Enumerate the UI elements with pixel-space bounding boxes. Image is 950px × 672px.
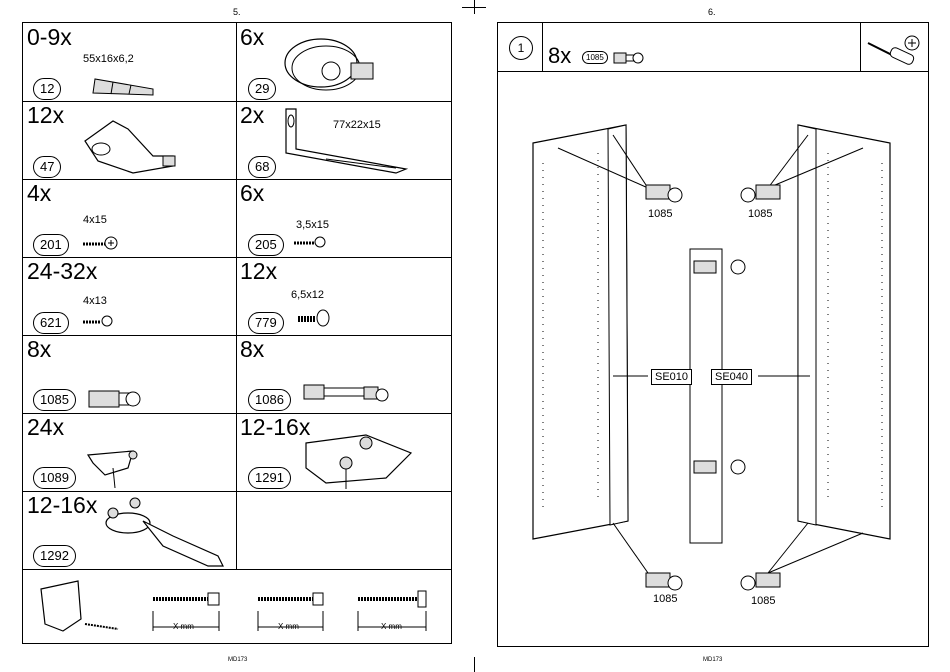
callout-1085: 1085 bbox=[653, 593, 677, 605]
cabinet-hinge-drawing bbox=[23, 491, 236, 569]
screwdriver-icon bbox=[864, 29, 924, 69]
part-cell-205: 6x 3,5x15 205 bbox=[236, 179, 451, 257]
hinge-mount-drawing bbox=[236, 413, 451, 491]
part-cell-29: 6x 29 bbox=[236, 23, 451, 101]
angle-bracket-drawing bbox=[236, 101, 451, 179]
empty-cell bbox=[236, 491, 451, 569]
screw-measure-drawing bbox=[23, 569, 451, 643]
part-cell-1086: 8x 1086 bbox=[236, 335, 451, 413]
step-part-code: 1085 bbox=[582, 51, 608, 64]
part-cell-12: 0-9x 55x16x6,2 12 bbox=[23, 23, 236, 101]
part-cell-68: 2x 77x22x15 68 bbox=[236, 101, 451, 179]
part-cell-201: 4x 4x15 201 bbox=[23, 179, 236, 257]
step-qty: 8x bbox=[548, 43, 571, 69]
shelf-support-drawing bbox=[23, 101, 236, 179]
hinge-plate-drawing bbox=[23, 413, 236, 491]
connector-bolt-icon bbox=[614, 49, 654, 69]
parts-list-grid: 0-9x 55x16x6,2 12 6x 29 12x 47 2x 77x22x… bbox=[22, 22, 452, 644]
panel-label-se040: SE040 bbox=[711, 369, 752, 385]
page-number-right: 6. bbox=[708, 7, 716, 17]
screw-drawing bbox=[23, 179, 236, 257]
shim-wedge-drawing bbox=[23, 23, 236, 101]
step-number: 1 bbox=[509, 36, 533, 60]
screw-measure-row: X mm X mm X mm bbox=[23, 569, 451, 643]
part-cell-621: 24-32x 4x13 621 bbox=[23, 257, 236, 335]
assembly-step-page: 1 8x 1085 bbox=[497, 22, 929, 647]
connector-bolt-drawing bbox=[236, 335, 451, 413]
part-cell-779: 12x 6,5x12 779 bbox=[236, 257, 451, 335]
footer-right: MD173 bbox=[703, 657, 722, 663]
measure-label: X mm bbox=[381, 622, 402, 631]
screw-drawing bbox=[23, 257, 236, 335]
crop-mark bbox=[462, 7, 486, 8]
crop-mark bbox=[474, 657, 475, 672]
part-cell-1292: 12-16x 1292 bbox=[23, 491, 236, 569]
part-cell-1291: 12-16x 1291 bbox=[236, 413, 451, 491]
callout-1085: 1085 bbox=[648, 208, 672, 220]
callout-1085: 1085 bbox=[751, 595, 775, 607]
callout-1085: 1085 bbox=[748, 208, 772, 220]
page-number-left: 5. bbox=[233, 7, 241, 17]
footer-left: MD173 bbox=[228, 657, 247, 663]
part-cell-1089: 24x 1089 bbox=[23, 413, 236, 491]
measure-label: X mm bbox=[173, 622, 194, 631]
screw-drawing bbox=[236, 179, 451, 257]
part-cell-1085: 8x 1085 bbox=[23, 335, 236, 413]
screw-drawing bbox=[236, 257, 451, 335]
cam-lock-drawing bbox=[236, 23, 451, 101]
part-cell-47: 12x 47 bbox=[23, 101, 236, 179]
assembly-drawing bbox=[498, 73, 928, 648]
measure-label: X mm bbox=[278, 622, 299, 631]
panel-label-se010: SE010 bbox=[651, 369, 692, 385]
connector-bolt-drawing bbox=[23, 335, 236, 413]
